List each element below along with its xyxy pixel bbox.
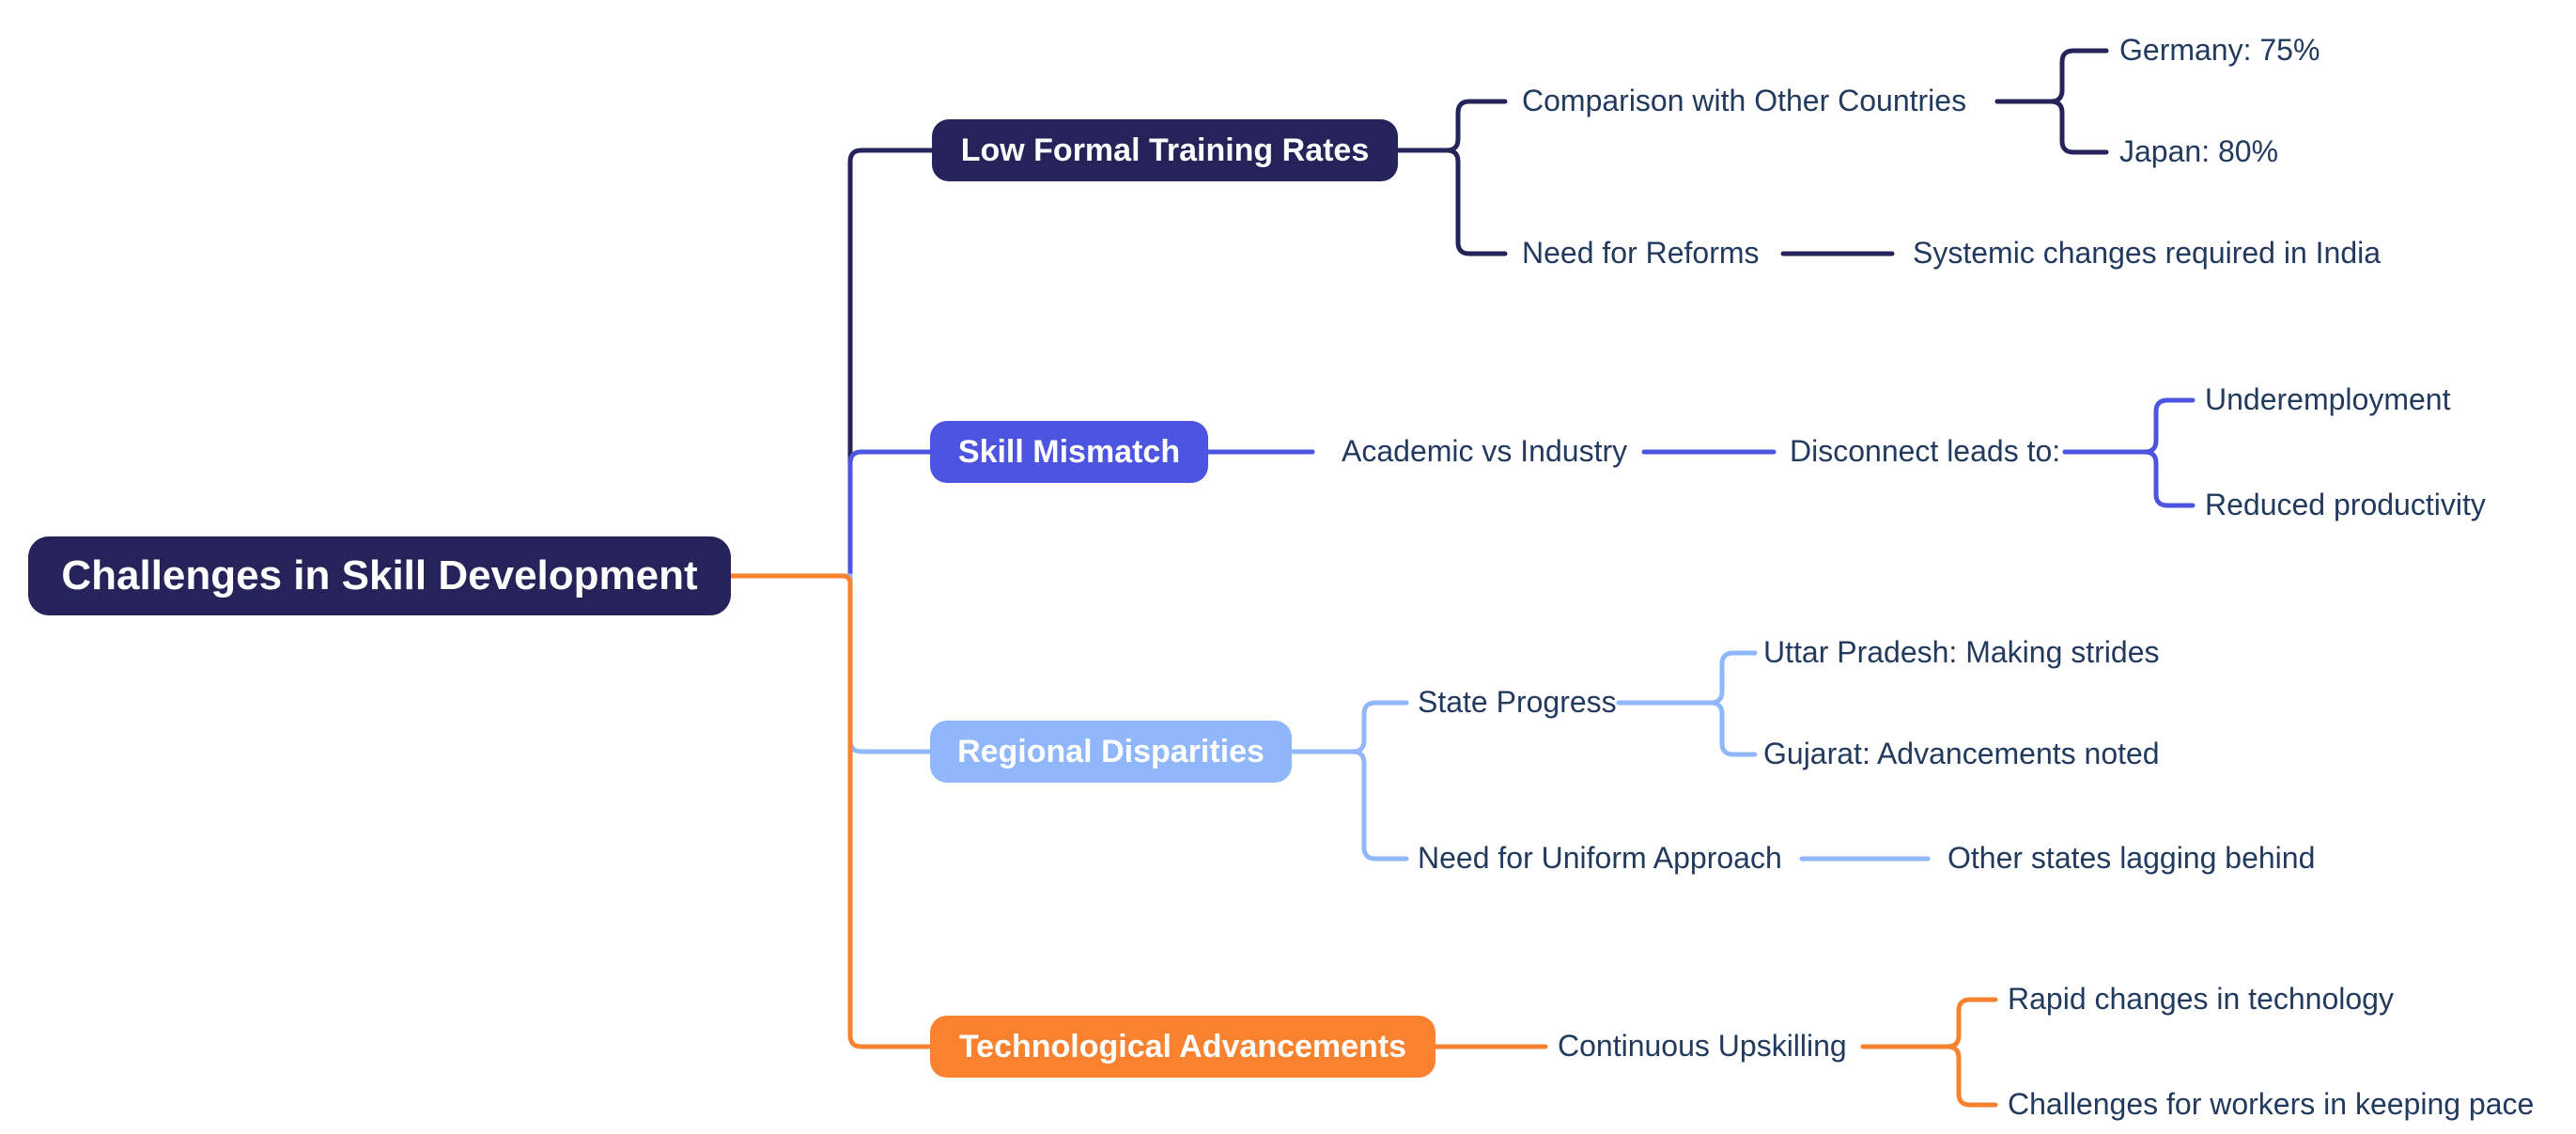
branch-node-low-formal-training-rates: Low Formal Training Rates	[932, 119, 1398, 181]
branch-node-technological-advancements: Technological Advancements	[930, 1016, 1435, 1078]
leaf-need-for-reforms: Need for Reforms	[1522, 235, 1760, 270]
edge-root-to-regional	[728, 573, 933, 754]
edge-regional-to-state-progress	[1289, 700, 1409, 754]
edge-disconnect-to-reduced-productivity	[2062, 449, 2196, 508]
leaf-disconnect-leads-to: Disconnect leads to:	[1790, 433, 2061, 468]
leaf-continuous-upskilling: Continuous Upskilling	[1558, 1028, 1847, 1063]
edge-upskilling-to-rapid-changes	[1860, 997, 1998, 1049]
leaf-gujarat-advancements-noted: Gujarat: Advancements noted	[1763, 736, 2160, 770]
edge-state-progress-to-uttar-pradesh	[1616, 650, 1758, 706]
edge-low-formal-to-need-reforms	[1395, 148, 1508, 256]
edge-upskilling-to-keeping-pace	[1860, 1044, 1998, 1108]
leaf-challenges-workers-keeping-pace: Challenges for workers in keeping pace	[2008, 1086, 2535, 1121]
edge-root-to-low-formal	[728, 148, 935, 579]
edge-comparison-to-germany	[1994, 48, 2109, 104]
connector-group-skill-mismatch	[728, 397, 2196, 579]
leaf-academic-vs-industry: Academic vs Industry	[1342, 433, 1628, 468]
edge-disconnect-to-underemployment	[2062, 397, 2196, 455]
leaf-state-progress: State Progress	[1418, 684, 1617, 719]
leaf-systemic-changes-india: Systemic changes required in India	[1913, 235, 2382, 270]
leaf-comparison-with-other-countries: Comparison with Other Countries	[1522, 83, 1967, 117]
branch-node-skill-mismatch: Skill Mismatch	[930, 421, 1208, 483]
leaf-reduced-productivity: Reduced productivity	[2205, 487, 2486, 521]
edge-state-progress-to-gujarat	[1616, 700, 1758, 757]
leaf-germany-75: Germany: 75%	[2119, 32, 2320, 67]
edge-comparison-to-japan	[1994, 99, 2109, 155]
edge-root-to-technological	[728, 573, 933, 1049]
edge-root-to-skill-mismatch	[728, 449, 933, 579]
leaf-underemployment: Underemployment	[2205, 381, 2451, 416]
connector-group-regional-disparities	[728, 573, 1931, 862]
leaf-japan-80: Japan: 80%	[2119, 133, 2279, 168]
root-node-challenges-in-skill-development: Challenges in Skill Development	[28, 536, 731, 615]
branch-node-regional-disparities: Regional Disparities	[930, 721, 1292, 783]
leaf-rapid-changes-in-technology: Rapid changes in technology	[2008, 981, 2394, 1016]
leaf-uttar-pradesh-making-strides: Uttar Pradesh: Making strides	[1763, 634, 2160, 669]
connector-group-low-formal-training	[728, 48, 2109, 579]
edge-low-formal-to-comparison	[1395, 99, 1508, 153]
connector-group-technological-advancements	[728, 573, 1998, 1108]
leaf-need-for-uniform-approach: Need for Uniform Approach	[1418, 840, 1782, 875]
leaf-other-states-lagging-behind: Other states lagging behind	[1948, 840, 2316, 875]
edge-regional-to-uniform-approach	[1289, 749, 1409, 862]
